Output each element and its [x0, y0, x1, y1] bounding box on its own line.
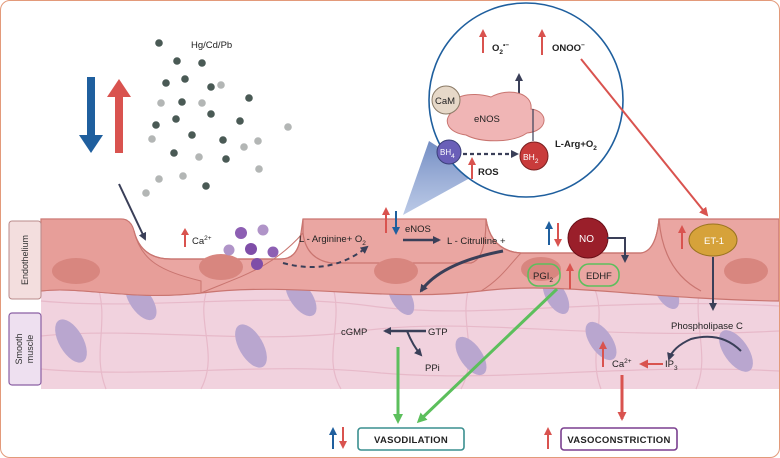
- bh4-circle: [436, 139, 462, 165]
- no-down-arrow: [554, 223, 562, 247]
- smooth-muscle-label-line2: muscle: [25, 335, 35, 364]
- ros-label: ROS: [478, 167, 499, 178]
- vasodilation-up-arrow: [329, 427, 337, 449]
- inset-enos-label: eNOS: [474, 114, 500, 125]
- no-to-edhf-arrow: [607, 237, 629, 263]
- edhf-label: EDHF: [586, 271, 612, 282]
- big-up-arrow: [107, 79, 131, 153]
- edhf-box: [578, 263, 620, 287]
- bh2-label: BH2: [523, 152, 539, 165]
- calcium-label: Ca2+: [192, 235, 212, 247]
- calcium-to-enos-dashed-arrow: [282, 245, 369, 269]
- cam-circle: [431, 85, 461, 115]
- vasodilation-label: VASODILATION: [374, 435, 448, 446]
- pgi2-to-vasodilation-arrow: [416, 287, 559, 424]
- cam-label: CaM: [435, 96, 455, 107]
- metals-entry-arrow: [118, 183, 147, 241]
- vasoconstriction-box: [560, 427, 678, 451]
- ip3-label: IP3: [665, 359, 678, 372]
- ca-smooth-label: Ca2+: [612, 358, 632, 370]
- gtp-to-ppi-arrow: [406, 330, 423, 357]
- superoxide-label: O2•−: [492, 42, 509, 56]
- calcium-ions: [223, 224, 279, 270]
- bh4-label: BH4: [440, 148, 455, 160]
- peroxynitrite-to-et1-arrow: [580, 58, 709, 217]
- et1-label: ET-1: [704, 236, 724, 247]
- superoxide-up-arrow: [479, 29, 487, 53]
- endothelium-label: Endothelium: [20, 235, 30, 285]
- pgi2-edhf-up-arrow: [566, 263, 574, 289]
- et1-circle: [688, 223, 738, 257]
- metal-particles: [142, 39, 292, 197]
- ros-up-arrow: [468, 157, 476, 179]
- enos-label: eNOS: [405, 224, 431, 235]
- et1-up-arrow: [678, 225, 686, 249]
- enos-up-arrow: [382, 207, 390, 233]
- citrulline-to-gtp-arrow: [419, 249, 504, 293]
- no-label: NO: [579, 234, 594, 245]
- vasodilation-box: [357, 427, 465, 451]
- smooth-muscle-label-line1: Smooth: [14, 333, 24, 364]
- peroxynitrite-up-arrow: [538, 29, 546, 55]
- pgi2-box: [527, 263, 561, 287]
- no-up-arrow: [545, 221, 553, 245]
- vasodilation-down-arrow: [339, 427, 347, 449]
- phospholipase-to-ip3-arrow: [667, 335, 742, 361]
- vasoconstriction-up-arrow: [544, 427, 552, 449]
- ca-smooth-up-arrow: [599, 341, 607, 367]
- larg-o2-label: L-Arg+O2: [555, 139, 597, 152]
- endothelial-nuclei: [52, 254, 768, 284]
- enos-protein: [446, 91, 545, 142]
- zoom-cone: [403, 141, 479, 215]
- bh2-circle: [519, 141, 549, 171]
- pgi2-label: PGI2: [533, 271, 553, 284]
- smooth-muscle-tag: [8, 312, 42, 386]
- peroxynitrite-label: ONOO−: [552, 42, 585, 54]
- ppi-label: PPi: [425, 363, 440, 374]
- l-citrulline-label: L - Citrulline +: [447, 236, 506, 247]
- metals-label: Hg/Cd/Pb: [191, 40, 232, 51]
- enos-inset: O2•− ONOO− eNOS CaM BH4 BH2 L-Arg+O2 ROS: [428, 2, 624, 198]
- enos-down-arrow: [392, 211, 400, 235]
- ca-up-arrow: [181, 228, 189, 247]
- vasoconstriction-label: VASOCONSTRICTION: [567, 435, 670, 446]
- endothelium-tag: [8, 220, 42, 300]
- gtp-label: GTP: [428, 327, 448, 338]
- cgmp-label: cGMP: [341, 327, 367, 338]
- l-arginine-label: L - Arginine+ O2: [299, 234, 366, 247]
- phospholipase-label: Phospholipase C: [671, 321, 743, 332]
- big-down-arrow: [79, 77, 103, 153]
